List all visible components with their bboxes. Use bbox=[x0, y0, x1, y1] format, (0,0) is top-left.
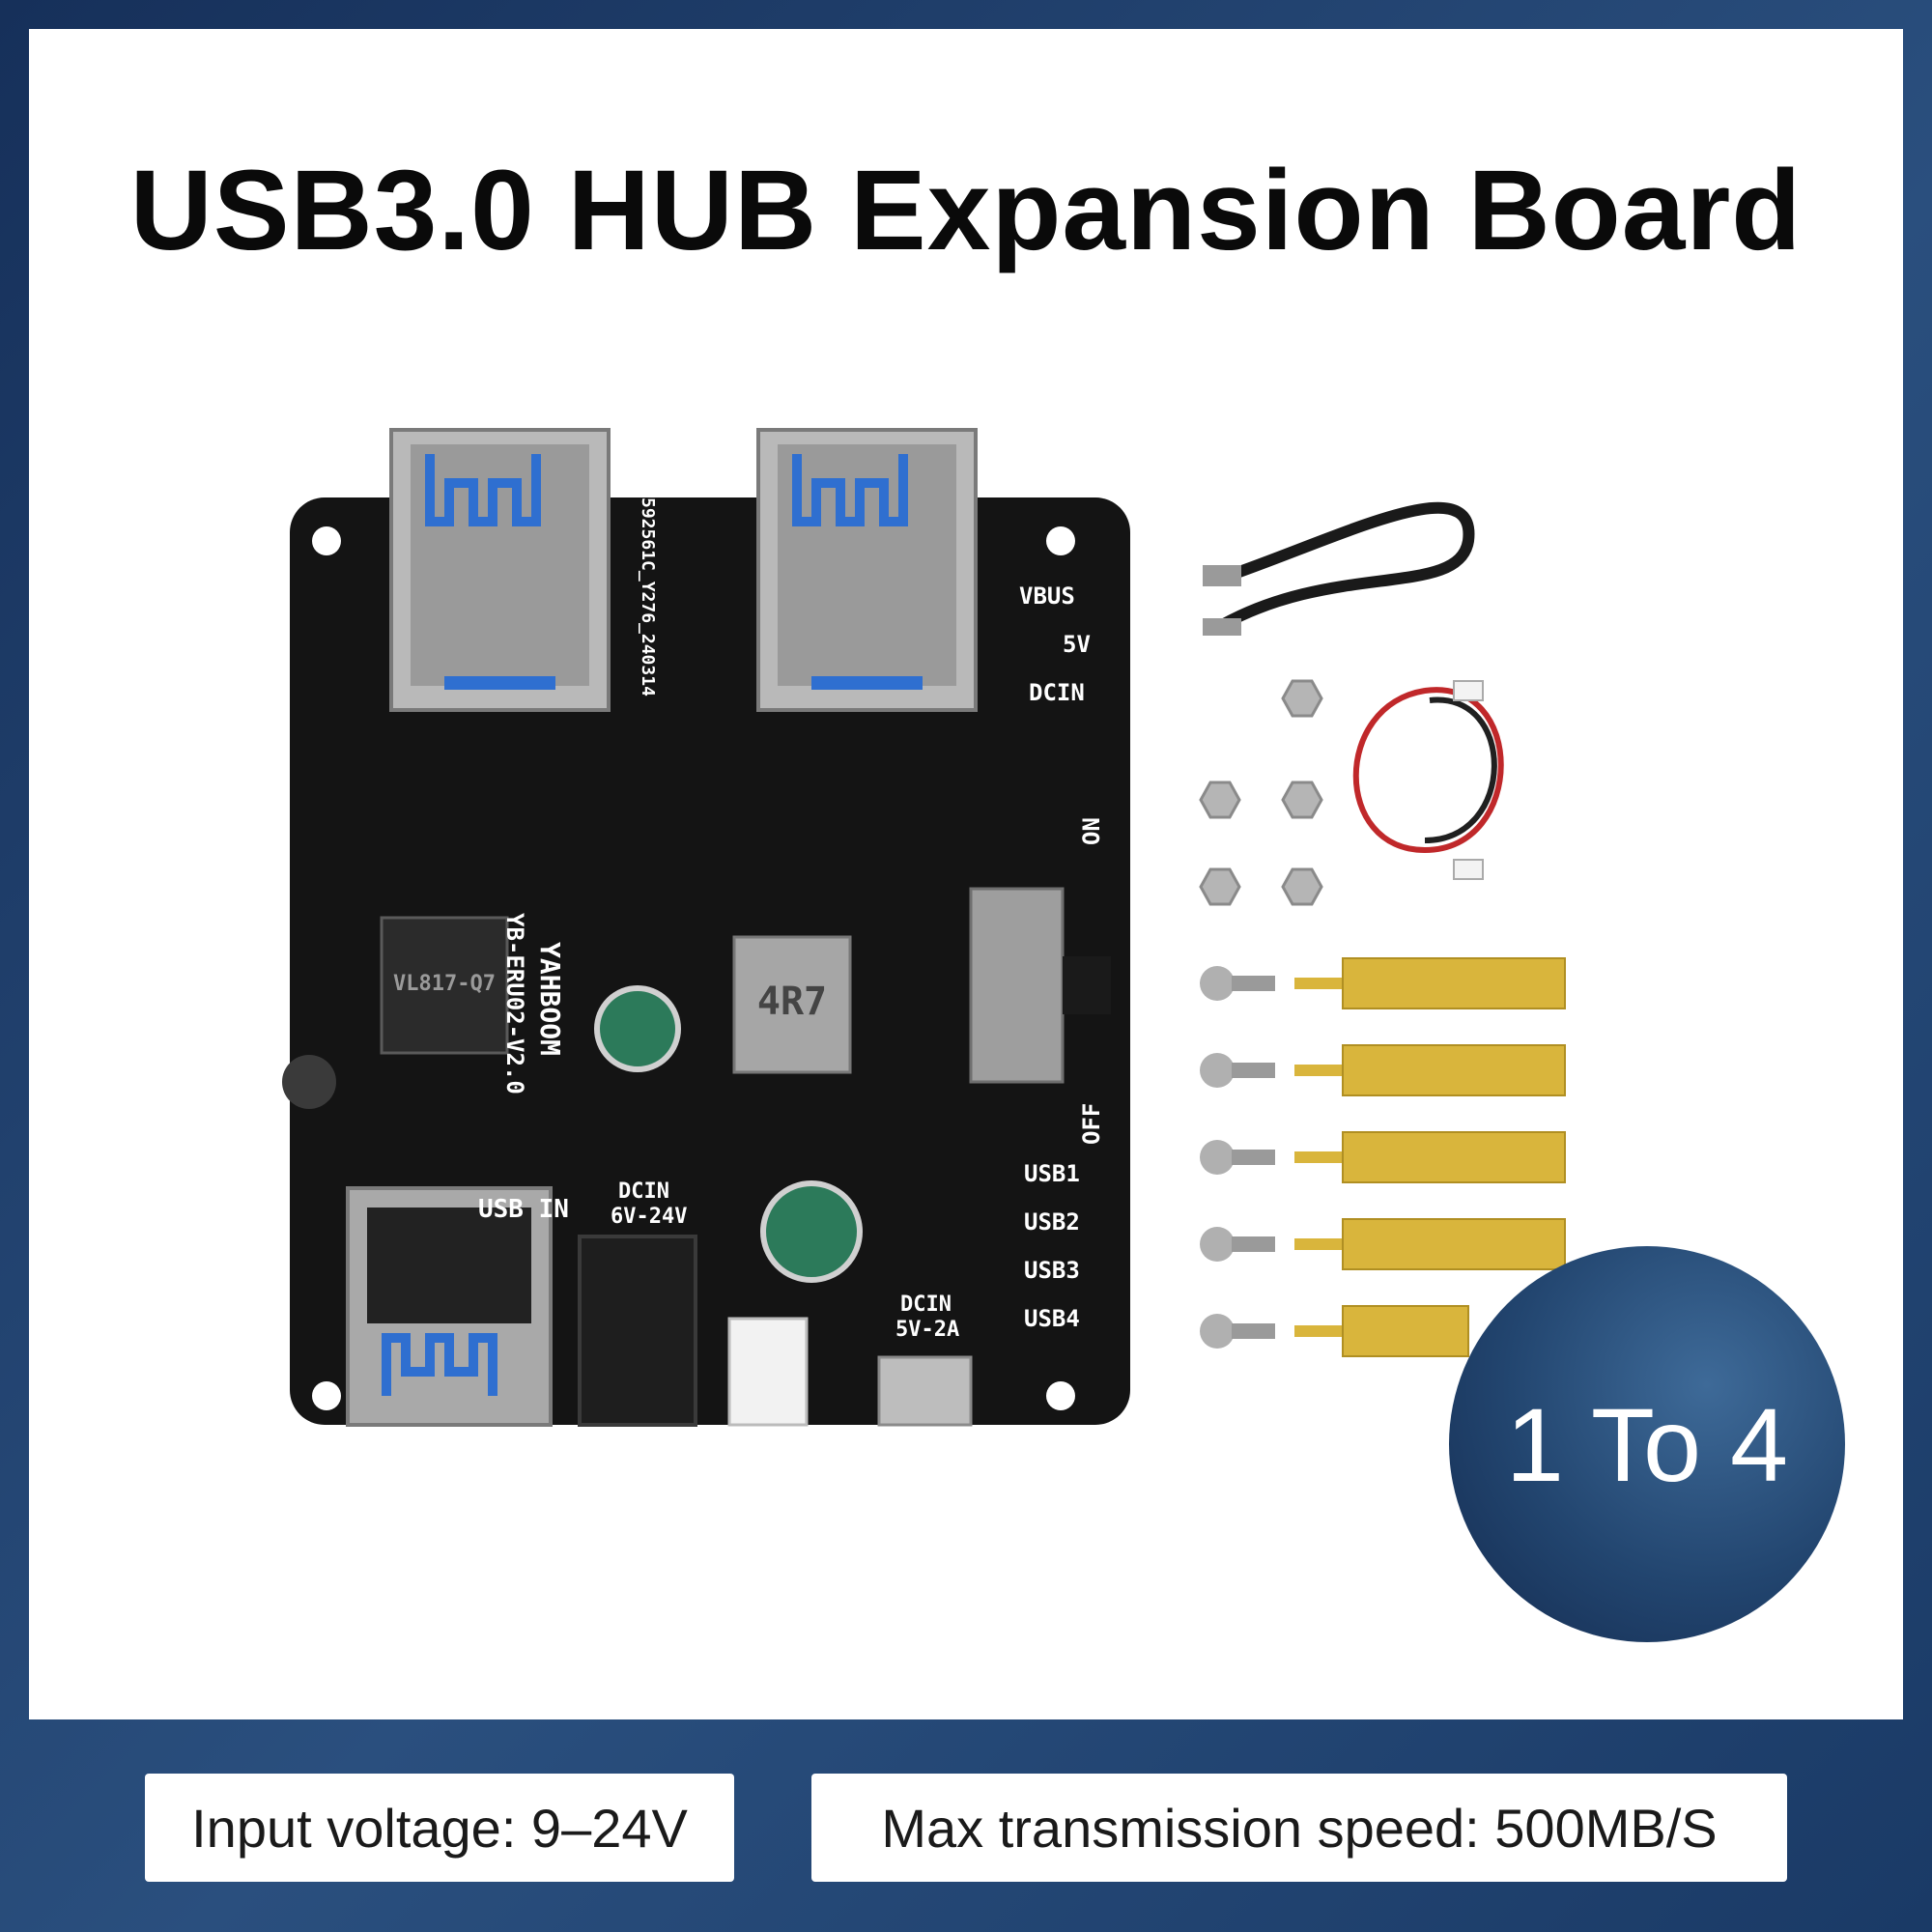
svg-text:DCIN: DCIN bbox=[1029, 679, 1085, 706]
svg-text:YAHBOOM: YAHBOOM bbox=[534, 942, 566, 1056]
svg-text:ON: ON bbox=[1078, 817, 1105, 845]
svg-text:USB IN: USB IN bbox=[478, 1195, 569, 1224]
svg-text:5V: 5V bbox=[1063, 631, 1091, 658]
screws-and-standoffs bbox=[1200, 957, 1566, 1357]
spec-max-speed: Max transmission speed: 500MB/S bbox=[811, 1774, 1787, 1882]
product-photo: VL817-Q7 4R7 YAHBOOM YB-ERU02-V2.0 59256… bbox=[282, 428, 1566, 1427]
micro-usb-port bbox=[877, 1355, 973, 1427]
svg-text:VBUS: VBUS bbox=[1019, 582, 1075, 610]
ratio-badge-text: 1 To 4 bbox=[1505, 1385, 1789, 1503]
power-switch bbox=[969, 887, 1111, 1084]
dc-barrel-jack bbox=[578, 1235, 697, 1427]
hub-chip: VL817-Q7 bbox=[380, 916, 509, 1055]
svg-text:USB4: USB4 bbox=[1024, 1305, 1080, 1332]
spec-input-voltage: Input voltage: 9–24V bbox=[145, 1774, 734, 1882]
hex-nuts bbox=[1199, 679, 1323, 906]
svg-text:DCIN: DCIN bbox=[618, 1179, 669, 1204]
svg-text:VL817-Q7: VL817-Q7 bbox=[393, 972, 496, 996]
svg-text:YB-ERU02-V2.0: YB-ERU02-V2.0 bbox=[501, 913, 528, 1094]
ratio-badge: 1 To 4 bbox=[1449, 1246, 1845, 1642]
svg-text:USB3: USB3 bbox=[1024, 1257, 1080, 1284]
page-title: USB3.0 HUB Expansion Board bbox=[129, 147, 1803, 274]
usb-port-in bbox=[346, 1186, 553, 1427]
power-wire bbox=[1352, 680, 1504, 880]
svg-text:592561C_Y276_240314: 592561C_Y276_240314 bbox=[638, 497, 658, 696]
svg-text:DCIN: DCIN bbox=[900, 1293, 952, 1317]
usb-cable bbox=[1203, 501, 1475, 636]
usb-port-top-right bbox=[756, 428, 978, 712]
buzzer bbox=[282, 1055, 336, 1109]
svg-text:4R7: 4R7 bbox=[757, 980, 827, 1024]
capacitor-1 bbox=[594, 985, 681, 1072]
svg-text:USB1: USB1 bbox=[1024, 1160, 1080, 1187]
svg-text:OFF: OFF bbox=[1078, 1103, 1105, 1145]
inductor: 4R7 bbox=[732, 935, 852, 1074]
usb-port-top-left bbox=[389, 428, 611, 712]
svg-text:5V-2A: 5V-2A bbox=[895, 1318, 959, 1342]
svg-text:USB2: USB2 bbox=[1024, 1208, 1080, 1236]
jst-connector bbox=[727, 1317, 809, 1427]
pcb-board: VL817-Q7 4R7 YAHBOOM YB-ERU02-V2.0 59256… bbox=[282, 428, 1130, 1427]
capacitor-2 bbox=[760, 1180, 863, 1283]
svg-text:6V-24V: 6V-24V bbox=[611, 1205, 687, 1229]
